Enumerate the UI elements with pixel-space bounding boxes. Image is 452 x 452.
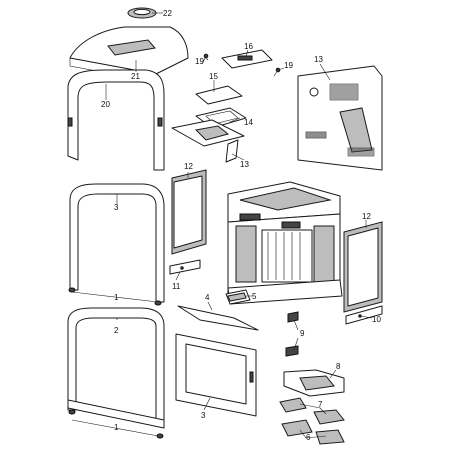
label-part-4: 3 <box>201 411 206 420</box>
part-6-ash-grate <box>225 289 251 305</box>
label-part-6: 5 <box>252 292 257 301</box>
label-part-22: 22 <box>163 9 172 18</box>
part-2-lower-frame <box>67 307 165 439</box>
label-part-15: 13 <box>240 160 249 169</box>
part-14-back-panel <box>297 65 383 171</box>
label-part-2: 2 <box>114 326 119 335</box>
part-22-top-knob <box>127 7 157 19</box>
label-part-9: 8 <box>336 362 341 371</box>
label-part-8: 7 <box>318 400 323 409</box>
part-9-ash-tray <box>283 369 345 397</box>
part-13-left-side-panel <box>171 169 207 255</box>
part-17-flat-plate <box>195 85 243 105</box>
label-part-7: 6 <box>306 433 311 442</box>
part-5-rail <box>177 305 259 331</box>
label-part-3: 3 <box>114 203 119 212</box>
label-part-5: 4 <box>205 293 210 302</box>
part-18-top-plate <box>221 49 273 69</box>
part-number-labels: 22 21 20 3 1 2 1 16 19 19 15 14 13 13 12… <box>101 9 381 442</box>
label-part-19-right: 19 <box>284 61 293 70</box>
label-part-21: 21 <box>131 72 140 81</box>
firebox-body <box>227 181 343 305</box>
part-15-baffle-assembly <box>171 119 245 163</box>
part-10-clips <box>285 311 299 357</box>
part-8-tiles <box>279 397 345 425</box>
part-13-right-side-panel <box>343 221 383 313</box>
part-12-left-bracket <box>169 259 201 275</box>
label-part-13-right: 12 <box>362 212 371 221</box>
leader-lines <box>71 12 373 439</box>
label-part-1-upper: 1 <box>114 293 119 302</box>
label-part-16: 14 <box>244 118 253 127</box>
part-7-floor-tiles <box>281 419 345 445</box>
label-part-10: 9 <box>300 329 305 338</box>
label-part-20: 20 <box>101 100 110 109</box>
part-20-upper-frame <box>67 69 165 171</box>
part-4-door <box>175 333 257 417</box>
label-part-17: 15 <box>209 72 218 81</box>
label-part-18: 16 <box>244 42 253 51</box>
label-part-14: 13 <box>314 55 323 64</box>
label-part-13-left: 12 <box>184 162 193 171</box>
label-part-11: 10 <box>372 315 381 324</box>
label-part-19-left: 19 <box>195 57 204 66</box>
label-part-12: 11 <box>172 282 181 291</box>
part-21-top-cover <box>69 26 189 83</box>
part-19-screws <box>201 53 281 77</box>
label-part-1-lower: 1 <box>114 423 119 432</box>
